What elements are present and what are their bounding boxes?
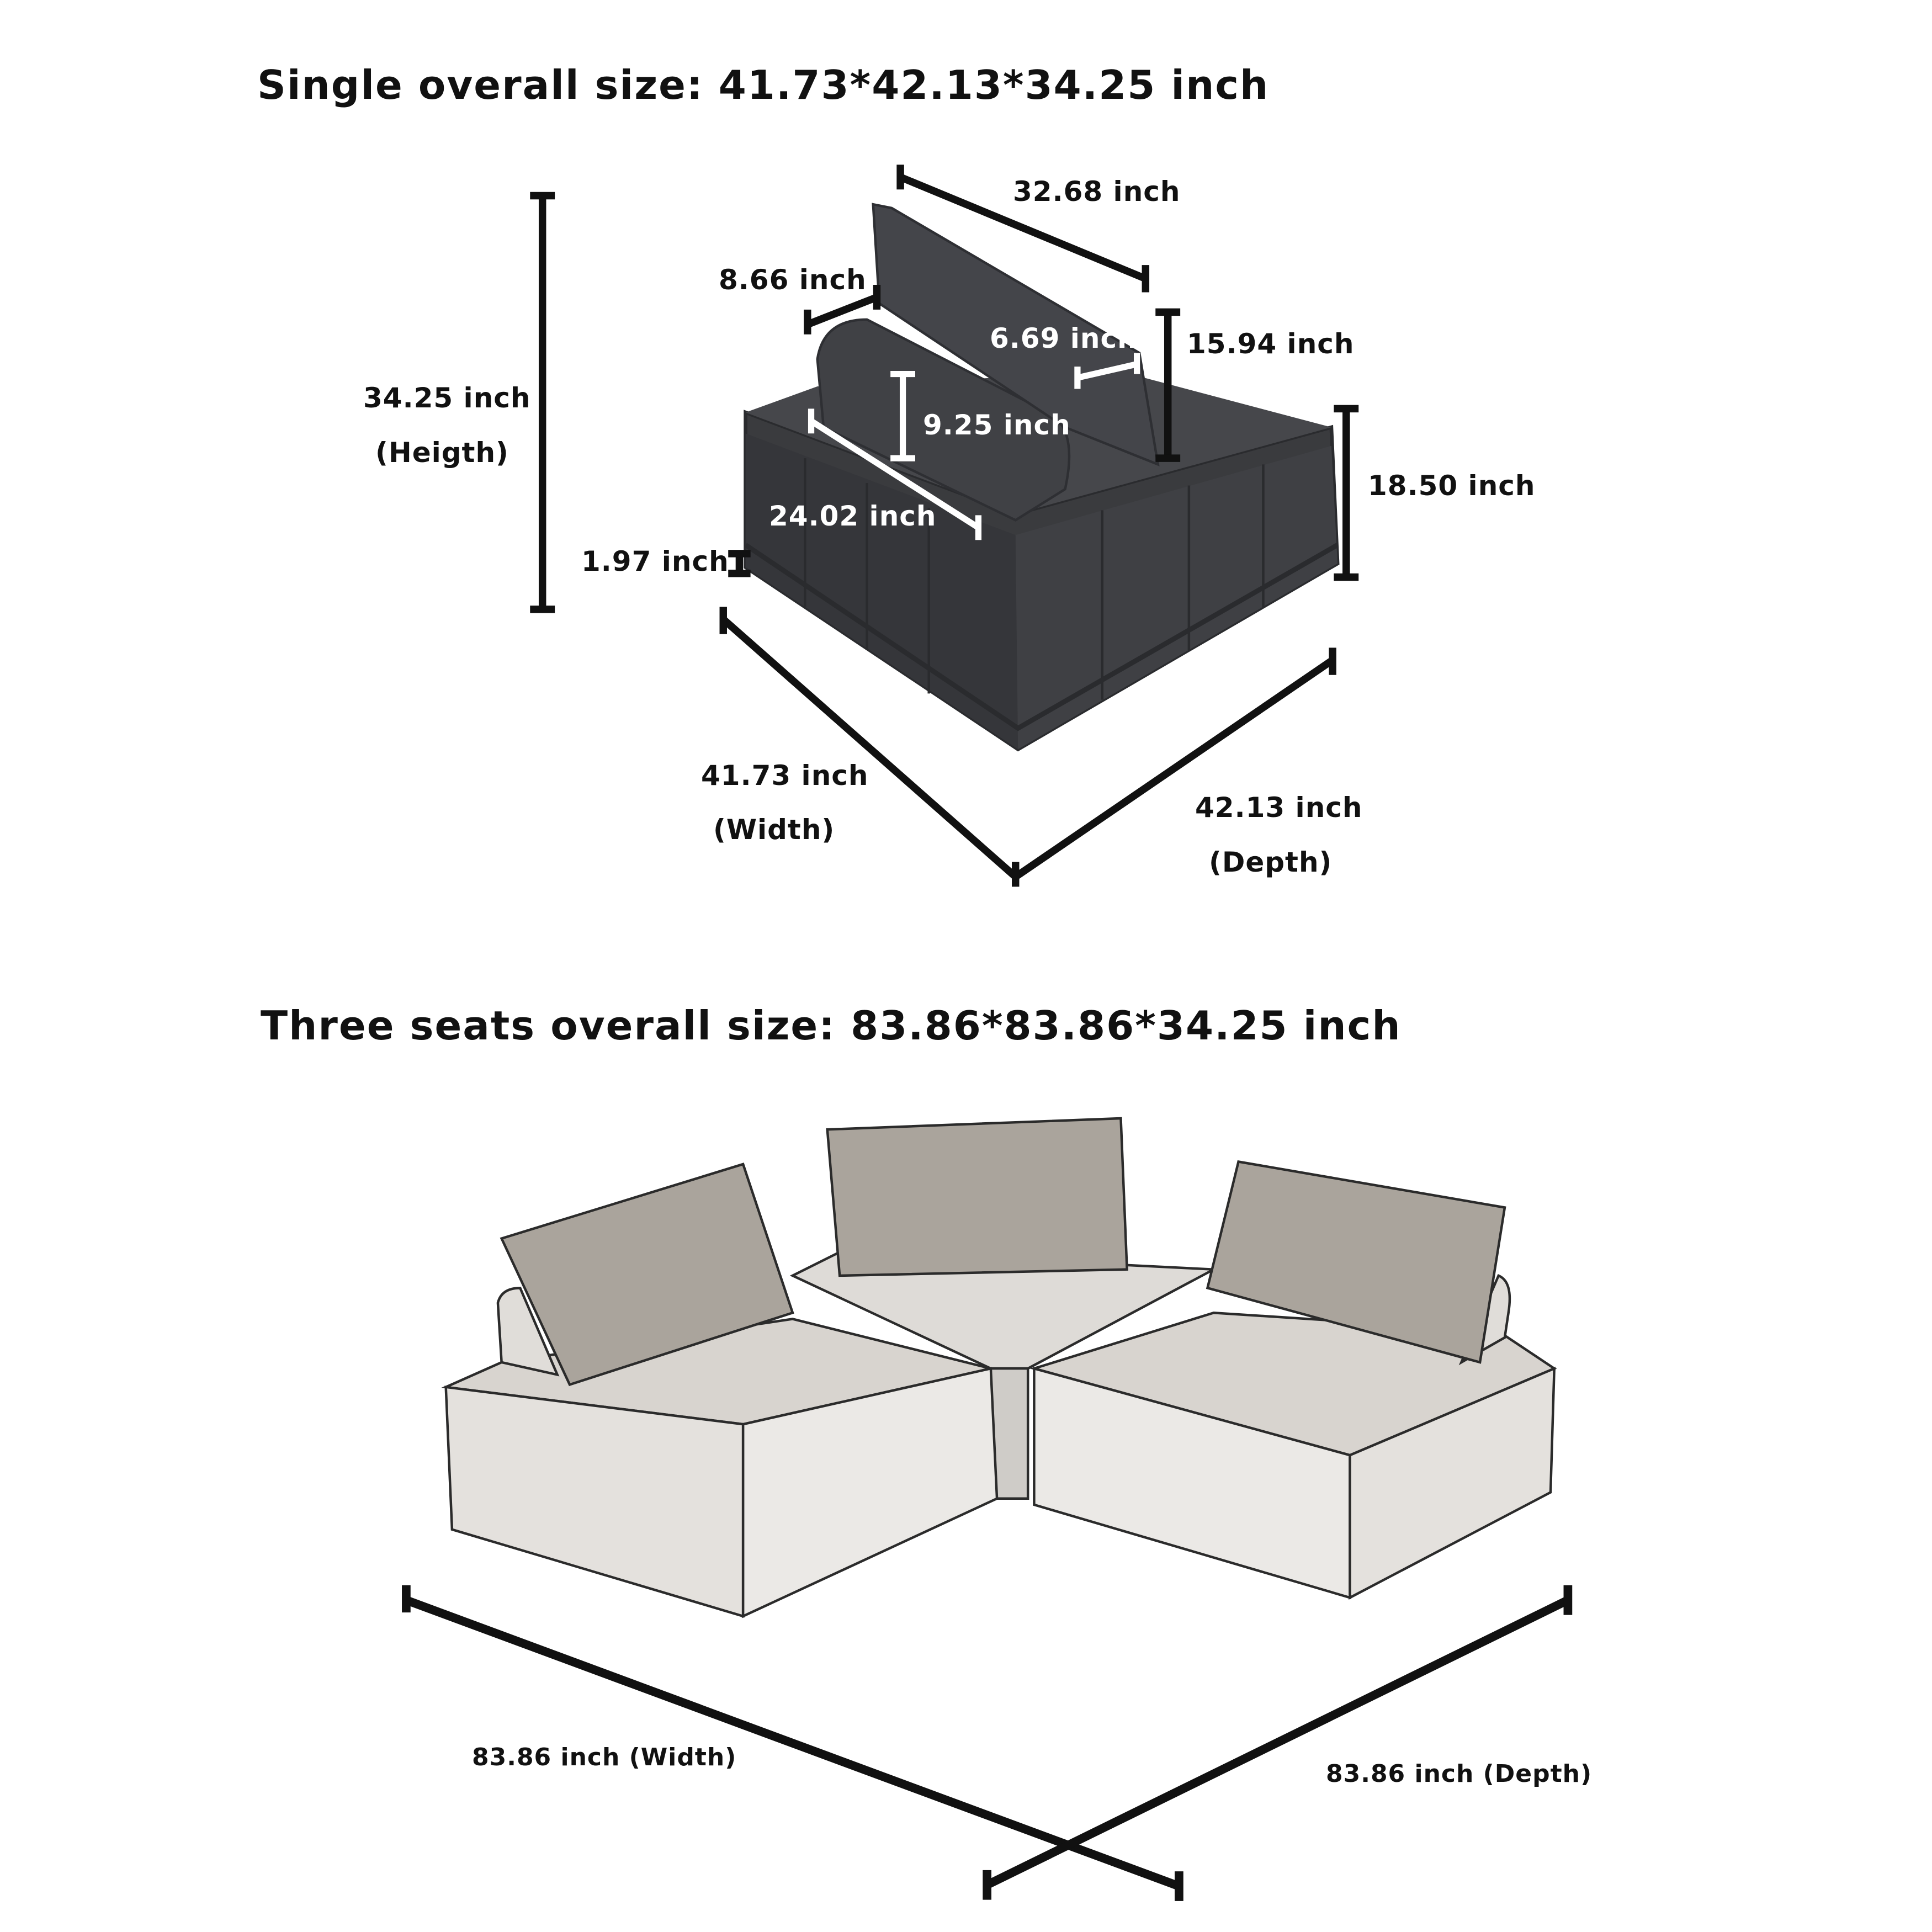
single-chair-illustration — [744, 203, 1340, 752]
overall-height-caption: (Heigth) — [375, 437, 509, 469]
bolster-length-label: 24.02 inch — [769, 500, 937, 532]
single-overall-size-title: Single overall size: 41.73*42.13*34.25 i… — [257, 62, 1270, 108]
three-seats-depth-label: 83.86 inch (Depth) — [1326, 1760, 1593, 1788]
backrest-height-label: 15.94 inch — [1187, 328, 1355, 360]
overall-depth-caption: (Depth) — [1209, 846, 1333, 878]
three-seats-width-label: 83.86 inch (Width) — [472, 1743, 737, 1771]
overall-height-value: 34.25 inch — [363, 382, 531, 414]
overall-width-caption: (Width) — [713, 814, 835, 846]
seat-height-label: 18.50 inch — [1368, 470, 1536, 502]
backrest-thickness-label: 6.69 inch — [990, 322, 1138, 354]
pillow-thickness-label: 8.66 inch — [719, 264, 867, 296]
three-seats-overall-size-title: Three seats overall size: 83.86*83.86*34… — [261, 1002, 1402, 1049]
three-seats-dimension-lines — [402, 1585, 1573, 1901]
backrest-width-label: 32.68 inch — [1013, 176, 1181, 208]
three-seats-illustration — [441, 1117, 1557, 1618]
overall-depth-value: 42.13 inch — [1195, 792, 1363, 824]
bolster-height-label: 9.25 inch — [923, 409, 1071, 441]
single-inner-dimension-lines — [808, 353, 1140, 540]
base-height-label: 1.97 inch — [581, 545, 729, 577]
overall-width-value: 41.73 inch — [701, 760, 869, 792]
single-dimension-lines — [530, 164, 1359, 887]
